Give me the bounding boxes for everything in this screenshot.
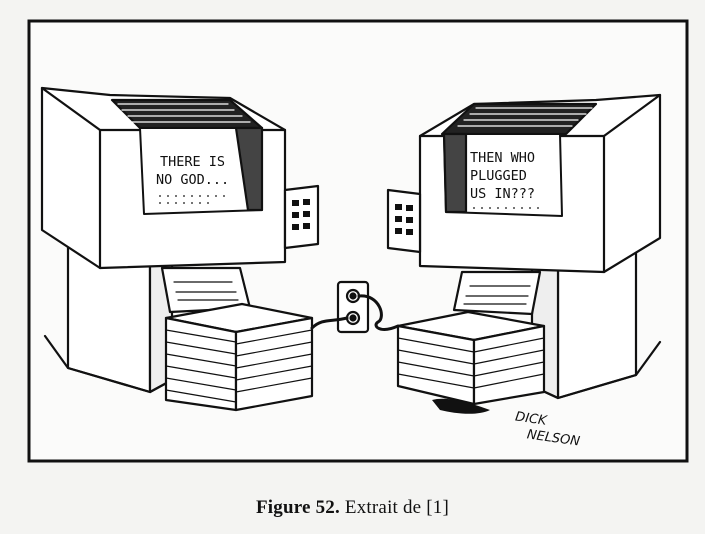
right-computer	[386, 93, 662, 406]
signature-line-2: NELSON	[526, 427, 581, 449]
left-printout: THERE IS NO GOD...	[156, 154, 229, 204]
figure-caption: Figure 52. Extrait de [1]	[0, 497, 705, 519]
wall-outlet	[336, 280, 370, 334]
left-printout-line-2: NO GOD...	[156, 172, 229, 188]
right-printout-line-3: US IN???	[470, 186, 535, 202]
right-printout-line-1: THEN WHO	[470, 150, 535, 166]
left-printout-line-1: THERE IS	[160, 154, 225, 170]
right-printout-line-2: PLUGGED	[470, 168, 527, 184]
right-power-cord	[357, 294, 400, 331]
right-printout: THEN WHO PLUGGED US IN???	[470, 150, 539, 209]
signature-line-1: DICK	[514, 410, 549, 429]
figure-caption-text: Extrait de [1]	[344, 497, 450, 518]
figure-number: Figure 52.	[255, 497, 340, 518]
left-computer	[40, 86, 320, 412]
ink-splotch	[432, 398, 490, 414]
left-power-cord	[310, 316, 349, 330]
artist-signature: DICK NELSON	[514, 410, 581, 450]
